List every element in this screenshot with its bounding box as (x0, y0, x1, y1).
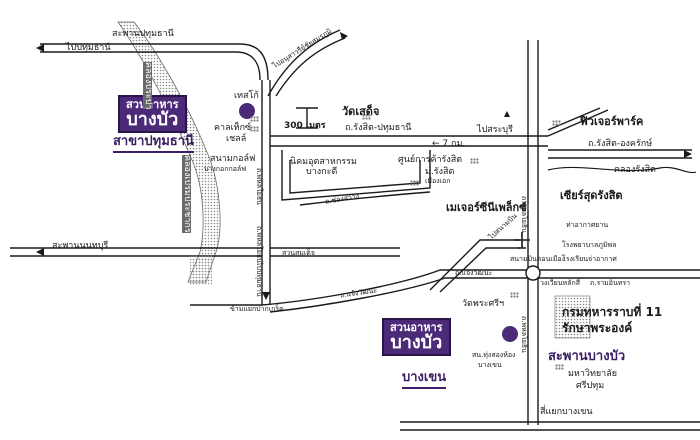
place-label: สนามกอล์ฟ (210, 154, 256, 164)
canal-label: คลองรังสิต (614, 165, 656, 175)
road-top (40, 43, 269, 81)
road-label: วงเวียนหลักสี่ (540, 279, 580, 287)
canal-label: คลองเปรมประชากร (182, 155, 192, 233)
place-label: โรงพยาบาลภูมิพล (562, 241, 617, 249)
brand-box-bottom: สวนอาหาร บางบัว (382, 318, 451, 357)
lak-si-roundabout (525, 265, 541, 281)
road-label: สะพานปทุมธานี (112, 29, 174, 39)
place-label: โรงเรียนจ่าอากาศ (562, 255, 617, 263)
place-label: ม.รังสิต (425, 167, 455, 177)
brand-box-top: สวนอาหาร บางบัว (118, 95, 187, 134)
brand-top-marker (239, 103, 255, 119)
canal-rangsit (547, 166, 697, 174)
branch-bottom: บางเขน (402, 366, 447, 389)
landmark-marker (250, 126, 259, 132)
scale-marker (296, 107, 318, 129)
place-label: เซียร์สุดรังสิต (560, 189, 623, 202)
place-label: ศรีปทุม (576, 381, 605, 391)
road-label: ไปปทุมธานี (66, 43, 111, 53)
place-label: เชลล์ (226, 134, 247, 144)
place-label: เมเจอร์ซีนีเพล็กซ์ (446, 201, 527, 214)
landmark-marker (250, 116, 259, 122)
road-label: ถ.รังสิต-ปทุมธานี (345, 123, 412, 133)
brand-bottom-line2: บางบัว (390, 331, 443, 353)
road-chaeng-watthana (261, 269, 528, 306)
place-label: นิคมอุตสาหกรรม (290, 157, 357, 167)
road-label: ถ.รามอินทรา (590, 279, 631, 287)
place-label: บางเขน (478, 361, 502, 369)
landmark-marker (555, 364, 564, 370)
road-label: ถ.พหลโยธิน (520, 196, 528, 233)
landmark-marker (510, 292, 519, 298)
landmark-marker (520, 204, 529, 210)
place-label: เมืองเอก (425, 177, 451, 185)
brand-bottom-marker (502, 326, 518, 342)
place-label: รักษาพระองค์ (562, 321, 633, 335)
canal-label: คลองประปา (143, 62, 153, 110)
block-nikom (281, 150, 431, 201)
place-label: กรมทหารราบที่ 11 (562, 305, 663, 319)
place-label: เทสโก้ (234, 91, 259, 101)
road-label: สี่แยกบางเขน (540, 407, 593, 417)
place-label: ฟิวเจอร์พาร์ค (580, 115, 644, 128)
place-label: วัดเสด็จ (342, 105, 380, 118)
place-label: มหาวิทยาลัย (568, 369, 618, 379)
road-vibhavadi (275, 37, 346, 97)
branch-top: สาขาปทุมธานี (113, 130, 194, 153)
place-label: บางกอกกอล์ฟ (204, 165, 247, 173)
road-label: ถ.แจ้งวัฒนะ (455, 269, 493, 277)
road-label: ถ.รังสิต-องครักษ์ (588, 139, 653, 149)
road-label: ข้ามแยกปากเกร็ด (230, 305, 284, 313)
place-label: ท่าอากาศยาน (566, 221, 609, 229)
place-label: สน.ทุ่งสองห้อง (472, 351, 516, 359)
army-area (554, 295, 591, 339)
road-label: ถ.พหลโยธิน (255, 168, 263, 205)
road-label: ← 7 กม. (432, 139, 466, 149)
scale-label: 300 เมตร (284, 121, 326, 131)
airplane-icon (514, 232, 530, 249)
brand-top-line2: บางบัว (126, 108, 179, 130)
landmark-marker (470, 158, 479, 164)
road-label: ถ.พหลโยธิน (520, 316, 528, 353)
road-label: สะพานนนทบุรี (52, 241, 109, 251)
brand-top-line1: สวนอาหาร (126, 98, 179, 111)
landmark-marker (552, 120, 561, 126)
brand-bottom-line1: สวนอาหาร (390, 321, 443, 334)
road-label: ไปปทุมธานี (255, 262, 263, 297)
landmark-marker (410, 180, 419, 186)
place-label: ศูนย์การค้ารังสิต (398, 155, 463, 165)
road-label: สวนสมเด็จ (282, 249, 315, 257)
place-label: สนามบินดอนเมือง (510, 255, 565, 263)
place-label: สะพานบางบัว (548, 349, 626, 364)
place-label: วัดพระศรีฯ (462, 299, 505, 309)
road-label: ไปสระบุรี (477, 125, 513, 135)
place-label: คาลเท็กซ์ (214, 123, 252, 133)
road-label: ถ.พหลโยธิน (255, 226, 263, 263)
place-label: บางกะดี (306, 167, 338, 177)
landmark-marker (362, 114, 371, 120)
